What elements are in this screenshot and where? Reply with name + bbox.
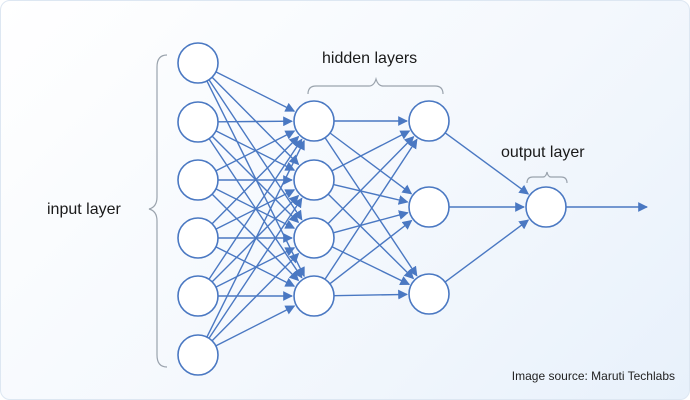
- connection-input-5-to-hidden-1-1: [208, 138, 303, 280]
- input-node-6: [177, 334, 219, 376]
- input-node-2: [177, 101, 219, 143]
- output-layer-label: output layer: [501, 144, 585, 161]
- connection-input-5-to-hidden-1-3: [215, 247, 296, 288]
- connection-hidden-1-4-to-hidden-2-3: [333, 289, 408, 300]
- connection-input-2-to-hidden-1-3: [211, 135, 300, 224]
- connection-input-4-to-hidden-1-4: [215, 246, 296, 287]
- input-node-4: [177, 217, 219, 259]
- connections: [206, 71, 648, 347]
- connection-hidden-2-3-to-output-1: [444, 219, 530, 283]
- hidden-1-node-2: [293, 159, 335, 201]
- connection-hidden-2-1-to-output-1: [444, 132, 530, 195]
- input-layer-label: input layer: [47, 201, 121, 218]
- image-source-caption: Image source: Maruti Techlabs: [511, 369, 675, 383]
- connection-hidden-1-1-to-hidden-2-3: [324, 137, 418, 277]
- neurons: [177, 42, 567, 376]
- connection-input-4-to-hidden-1-1: [211, 135, 300, 225]
- input-node-3: [177, 159, 219, 201]
- hidden-1-node-4: [293, 275, 335, 317]
- hidden-1-node-1: [293, 100, 335, 142]
- output-layer-brace: [526, 171, 568, 184]
- output-node-1: [525, 186, 567, 228]
- connection-hidden-1-3-to-hidden-2-1: [327, 136, 415, 225]
- connection-hidden-1-2-to-hidden-2-1: [331, 130, 411, 172]
- connection-input-6-to-hidden-1-1: [206, 139, 305, 338]
- hidden-1-node-3: [293, 217, 335, 259]
- connection-hidden-1-3-to-hidden-2-3: [331, 246, 411, 286]
- connection-input-6-to-hidden-1-4: [215, 305, 296, 347]
- hidden-2-node-2: [408, 186, 450, 228]
- connection-hidden-1-1-to-hidden-2-2: [329, 132, 413, 195]
- connection-input-3-to-hidden-1-1: [215, 130, 296, 172]
- connection-input-6-to-hidden-1-2: [208, 197, 303, 339]
- connection-input-1-to-hidden-1-1: [215, 71, 296, 112]
- layer-braces: [148, 54, 568, 368]
- input-layer-brace: [148, 54, 168, 368]
- connection-input-1-to-hidden-1-3: [208, 79, 303, 221]
- hidden-2-node-1: [408, 100, 450, 142]
- connection-hidden-1-3-to-hidden-2-2: [333, 210, 409, 234]
- input-node-1: [177, 42, 219, 84]
- connection-hidden-1-2-to-hidden-2-2: [333, 183, 409, 205]
- hidden-layers-brace: [307, 76, 444, 95]
- connection-input-6-to-hidden-1-3: [211, 252, 300, 342]
- connection-hidden-1-4-to-hidden-2-1: [324, 138, 418, 280]
- hidden-layers-label: hidden layers: [322, 50, 418, 67]
- hidden-2-node-3: [408, 273, 450, 315]
- connection-input-2-to-hidden-1-1: [217, 116, 293, 127]
- input-node-5: [177, 275, 219, 317]
- connection-hidden-1-4-to-hidden-2-2: [329, 219, 413, 285]
